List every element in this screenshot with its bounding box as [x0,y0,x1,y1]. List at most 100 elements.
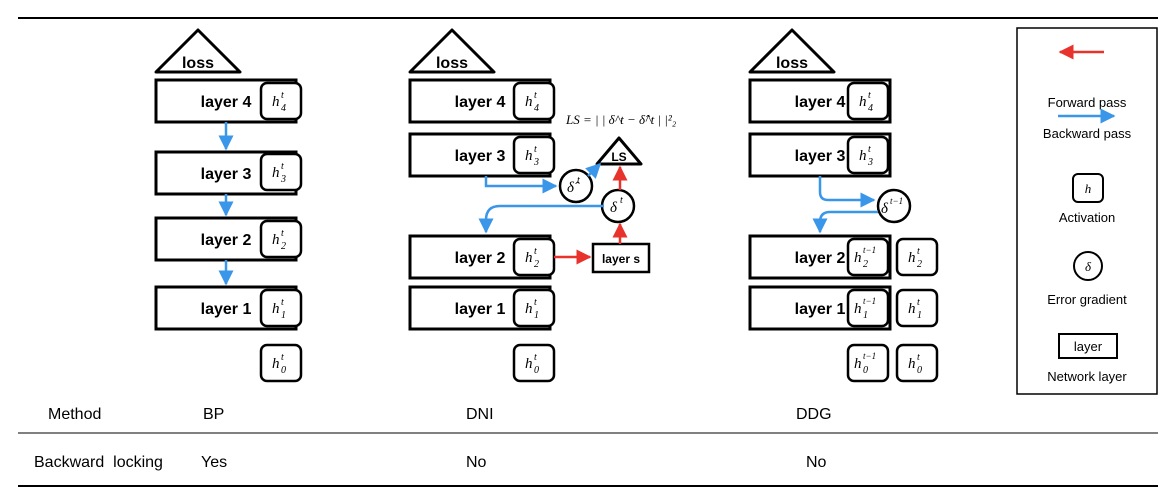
svg-text:1: 1 [863,310,868,321]
svg-text:0: 0 [917,365,922,376]
svg-text:t: t [917,352,920,363]
svg-text:4: 4 [281,103,286,114]
svg-text:2: 2 [281,241,286,252]
dni-layer-s-label: layer s [602,252,640,266]
svg-text:t: t [534,90,537,101]
svg-text:0: 0 [281,365,286,376]
ddg-activation-h0: h t 0 [895,343,939,383]
svg-text:t: t [917,246,920,257]
svg-text:h: h [859,148,867,164]
ddg-layer-3-label: layer 3 [795,148,846,165]
comparison-table: Method BP DNI DDG Backward locking Yes N… [34,406,832,471]
bp-loss-label: loss [182,55,214,72]
legend-error-symbol-text: δ [1085,259,1092,274]
legend-activation-symbol [1072,173,1104,203]
table-locking-ddg: No [806,454,827,471]
ddg-layer-2-label: layer 2 [795,250,846,267]
ddg-activation-h0-prev: h t−1 0 [846,343,890,383]
dni-activation-h1: h t 1 [512,288,556,328]
svg-text:h: h [272,232,280,248]
ddg-activation-h1-prev: h t−1 1 [846,288,890,328]
svg-text:h: h [525,301,533,317]
dni-loss: loss [408,28,496,74]
svg-text:t: t [534,144,537,155]
legend: Forward pass Backward pass h Activation … [1016,27,1158,395]
svg-text:2: 2 [534,259,539,270]
svg-text:t: t [534,297,537,308]
bp-loss: loss [154,28,242,74]
svg-text:t−1: t−1 [863,351,876,361]
legend-activation-symbol-text: h [1085,181,1092,196]
legend-error-symbol [1073,251,1103,281]
svg-text:h: h [908,301,916,317]
table-locking-dni: No [466,454,487,471]
svg-text:2: 2 [863,259,868,270]
dni-diagram: loss layer 4 layer 3 layer 2 layer 1 h t… [408,28,677,383]
svg-text:3: 3 [280,174,286,185]
svg-text:2: 2 [917,259,922,270]
ddg-delta-node: δ t−1 [876,188,912,224]
dni-arrow-delta-to-layer2 [478,204,604,234]
svg-text:h: h [854,250,862,266]
bp-layer-1-label: layer 1 [201,301,252,318]
ddg-layer-1-label: layer 1 [795,301,846,318]
svg-text:h: h [525,94,533,110]
dni-arrow-layer3-to-deltahat [484,176,558,194]
table-method-ddg: DDG [796,406,832,423]
ddg-loss-label: loss [776,55,808,72]
dni-layer-3-label: layer 3 [455,148,506,165]
svg-text:t: t [281,297,284,308]
dni-ls-equation: LS = | | δ^t − δ̂^t | |²₂ [565,112,677,127]
svg-text:δ: δ [881,201,889,217]
legend-forward-label: Forward pass [1048,95,1127,110]
legend-backward-label: Backward pass [1043,126,1132,141]
svg-text:1: 1 [917,310,922,321]
svg-text:h: h [272,94,280,110]
ddg-activation-h1: h t 1 [895,288,939,328]
svg-text:h: h [854,356,862,372]
svg-text:t: t [577,175,580,186]
dni-delta-node: δ t [600,188,636,224]
ddg-layer-4-label: layer 4 [795,94,846,111]
table-method-bp: BP [203,406,224,423]
svg-text:t: t [868,90,871,101]
bp-activation-h3: h t 3 [259,152,303,192]
svg-text:t: t [534,352,537,363]
svg-text:h: h [908,250,916,266]
svg-text:t: t [281,228,284,239]
bp-activation-h1: h t 1 [259,288,303,328]
svg-text:h: h [908,356,916,372]
svg-text:1: 1 [534,310,539,321]
legend-error-label: Error gradient [1047,292,1127,307]
ddg-arrow-delta-to-layer2 [812,210,878,234]
svg-text:h: h [525,356,533,372]
dni-layer-4-label: layer 4 [455,94,506,111]
bp-layer-4-label: layer 4 [201,94,252,111]
ddg-activation-h4: h t 4 [846,81,890,121]
ddg-activation-h3: h t 3 [846,135,890,175]
legend-network-label: Network layer [1047,369,1127,384]
bp-activation-h2: h t 2 [259,219,303,259]
legend-network-symbol-text: layer [1074,339,1103,354]
svg-text:t: t [917,297,920,308]
dni-layer-1-label: layer 1 [455,301,506,318]
svg-text:4: 4 [534,103,539,114]
svg-text:t: t [281,90,284,101]
dni-loss-label: loss [436,55,468,72]
ddg-arrow-layer3-to-delta [818,176,876,208]
svg-text:3: 3 [867,157,873,168]
svg-text:δ: δ [610,200,618,216]
legend-activation-label: Activation [1059,210,1115,225]
dni-activation-h3: h t 3 [512,135,556,175]
svg-text:t: t [868,144,871,155]
dni-ls-label: LS [611,150,626,164]
bp-activation-h4: h t 4 [259,81,303,121]
svg-text:h: h [525,148,533,164]
bp-layer-3-label: layer 3 [201,166,252,183]
dni-layer-2-label: layer 2 [455,250,506,267]
ddg-diagram: loss layer 4 layer 3 layer 2 layer 1 h t… [748,28,939,383]
svg-text:t: t [620,195,623,206]
svg-text:t−1: t−1 [863,296,876,306]
svg-text:1: 1 [281,310,286,321]
